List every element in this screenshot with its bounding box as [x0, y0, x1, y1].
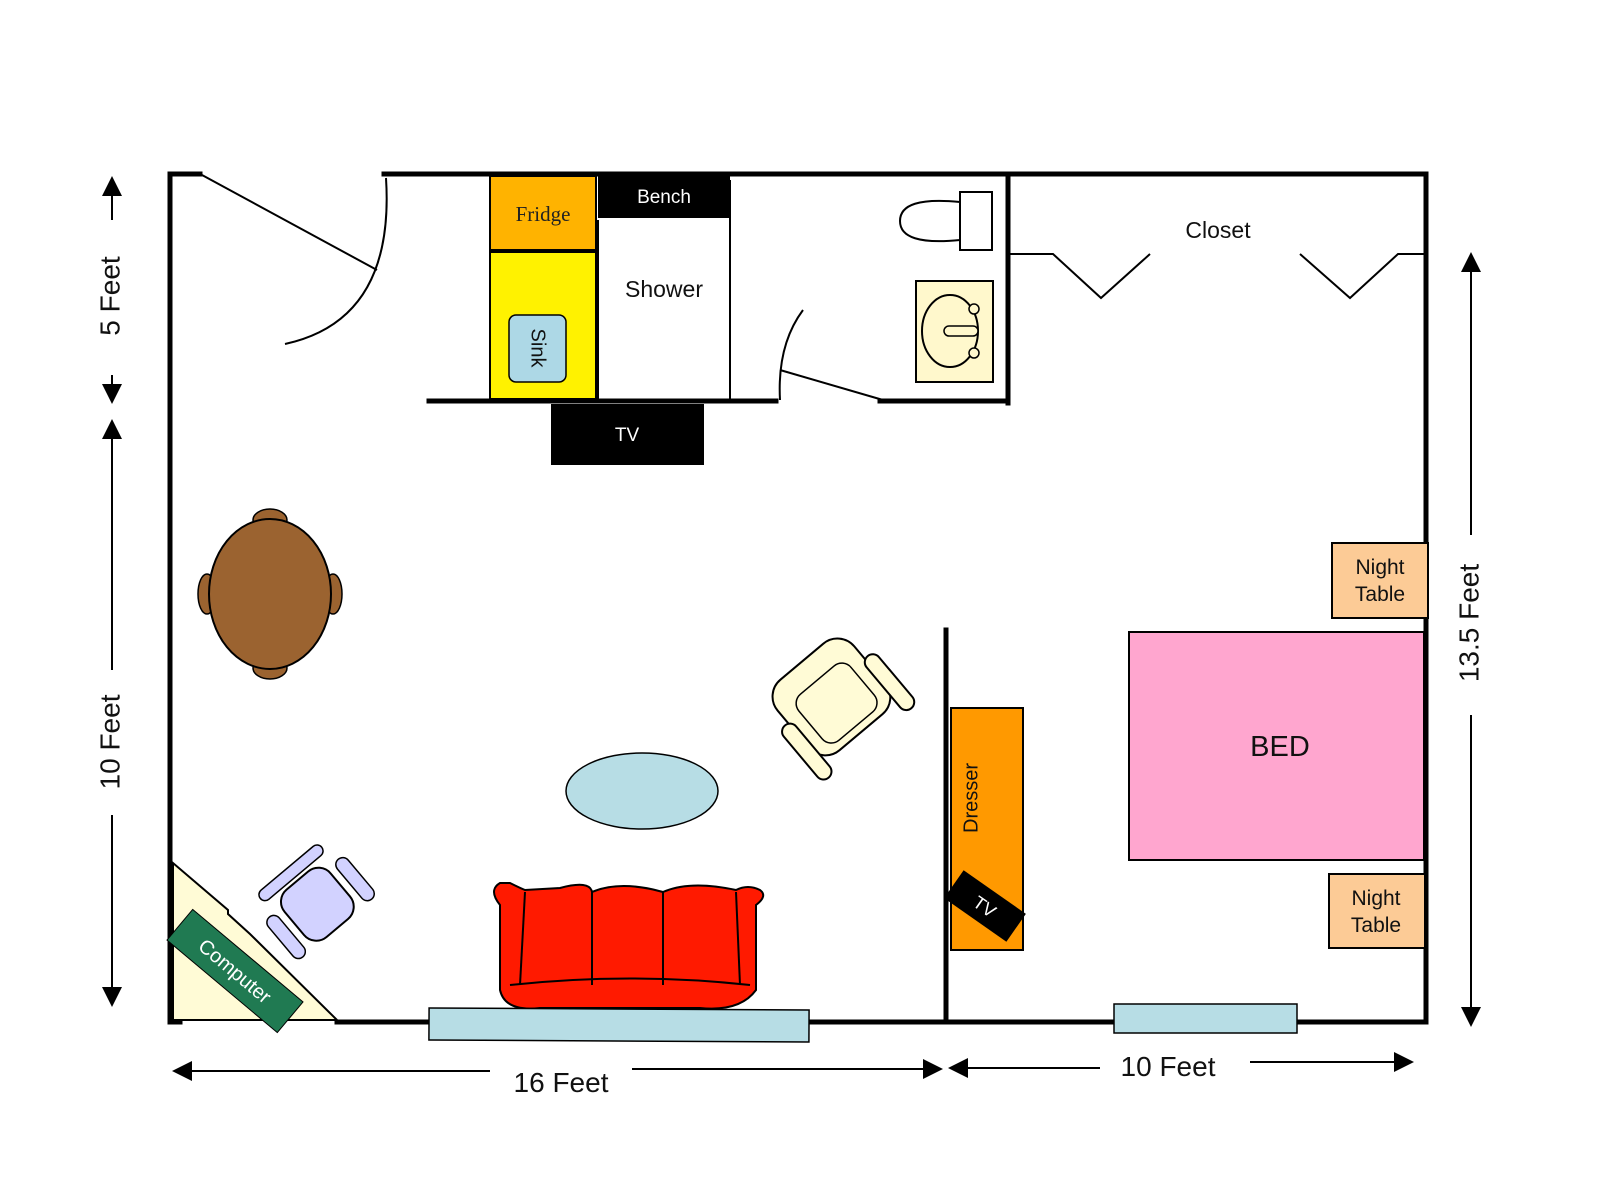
window-living [428, 1007, 810, 1043]
bathroom-door [778, 309, 884, 401]
night-table-bottom: Night Table [1328, 873, 1426, 949]
entry-door [201, 174, 388, 345]
night-table-top-line1: Night [1355, 556, 1404, 579]
interior-walls [426, 171, 1011, 1025]
tv-bedroom: TV [944, 870, 1026, 942]
closet: Closet [1010, 217, 1426, 300]
bed: BED [1128, 631, 1425, 861]
sink-label: Sink [527, 329, 549, 369]
dimension-bottom-left-label: 16 Feet [514, 1067, 609, 1098]
night-table-top-line2: Table [1355, 583, 1405, 606]
tv-main-label: TV [615, 425, 640, 446]
dimension-right-label: 13.5 Feet [1453, 564, 1484, 683]
tv-main: TV [551, 404, 704, 465]
dimension-left-top: 5 Feet [94, 176, 125, 404]
shower-label: Shower [625, 276, 703, 302]
bench: Bench [598, 176, 730, 218]
bed-label: BED [1250, 731, 1310, 763]
dimension-bottom-left: 16 Feet [172, 1059, 943, 1098]
closet-label: Closet [1185, 217, 1251, 243]
night-table-top: Night Table [1331, 542, 1429, 619]
window-bedroom [1113, 1003, 1298, 1034]
bench-label: Bench [637, 187, 691, 208]
dimension-left-bottom: 10 Feet [94, 419, 125, 1007]
dimension-bottom-right-label: 10 Feet [1121, 1051, 1216, 1082]
fridge: Fridge [489, 175, 597, 251]
night-table-bottom-line2: Table [1351, 914, 1401, 937]
bathroom-sink-icon [915, 280, 994, 383]
armchair [771, 637, 916, 781]
couch [493, 882, 765, 1010]
toilet-icon [898, 191, 993, 251]
fridge-label: Fridge [516, 202, 571, 226]
dining-table [197, 508, 343, 680]
dimension-left-bottom-label: 10 Feet [94, 694, 125, 789]
dimension-left-top-label: 5 Feet [94, 256, 125, 336]
dresser-label: Dresser [960, 763, 982, 833]
dimension-bottom-right: 10 Feet [948, 1051, 1414, 1082]
desk-chair [258, 844, 376, 960]
computer-desk: Computer [166, 860, 340, 1034]
coffee-table [565, 752, 719, 830]
kitchen-sink: Sink [489, 251, 597, 400]
dimension-right: 13.5 Feet [1453, 252, 1484, 1027]
night-table-bottom-line1: Night [1351, 887, 1400, 910]
